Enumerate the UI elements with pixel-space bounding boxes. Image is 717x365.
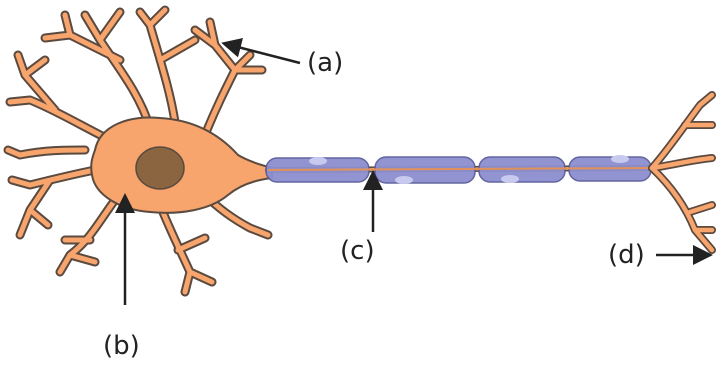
- nucleus: [136, 147, 184, 189]
- schwann-nucleus: [309, 157, 327, 165]
- label-c: (c): [340, 238, 375, 264]
- arrow-a: [226, 44, 300, 63]
- schwann-nucleus: [395, 176, 413, 184]
- label-b: (b): [103, 333, 140, 359]
- schwann-nucleus: [501, 175, 519, 183]
- label-d: (d): [608, 242, 645, 268]
- myelin-sheath: [266, 155, 655, 184]
- label-a: (a): [307, 50, 343, 76]
- axon-terminals: [652, 95, 712, 250]
- schwann-nucleus: [611, 155, 629, 163]
